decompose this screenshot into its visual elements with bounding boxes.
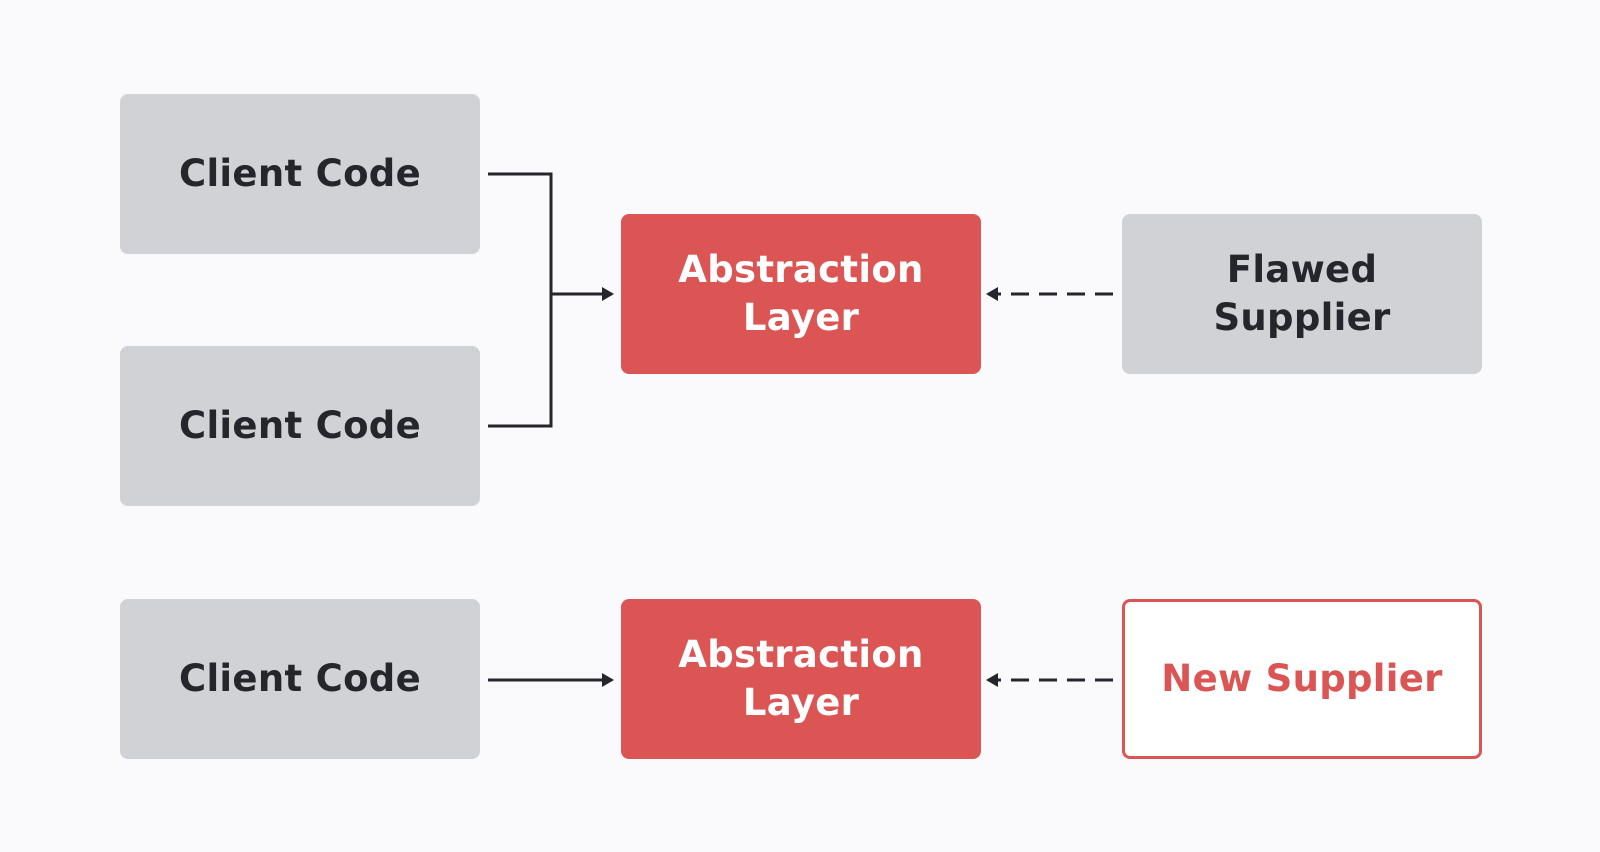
client-code-label-2: Client Code: [179, 404, 421, 447]
new-supplier-label: New Supplier: [1161, 657, 1443, 700]
connector-client-1-to-merge: [488, 172, 553, 294]
abstraction-layer-box-bottom: Abstraction Layer: [621, 599, 981, 759]
client-code-box-2: Client Code: [120, 346, 480, 506]
new-supplier-box: New Supplier: [1122, 599, 1482, 759]
client-code-label-3: Client Code: [179, 657, 421, 700]
client-code-label-1: Client Code: [179, 152, 421, 195]
abstraction-layer-label-bottom: Abstraction Layer: [678, 633, 924, 724]
abstraction-layer-box-top: Abstraction Layer: [621, 214, 981, 374]
abstraction-layer-label-top: Abstraction Layer: [678, 248, 924, 339]
client-code-box-1: Client Code: [120, 94, 480, 254]
flawed-supplier-box: Flawed Supplier: [1122, 214, 1482, 374]
flawed-supplier-label: Flawed Supplier: [1213, 248, 1391, 339]
connector-client-2-to-merge: [488, 294, 553, 428]
client-code-box-3: Client Code: [120, 599, 480, 759]
